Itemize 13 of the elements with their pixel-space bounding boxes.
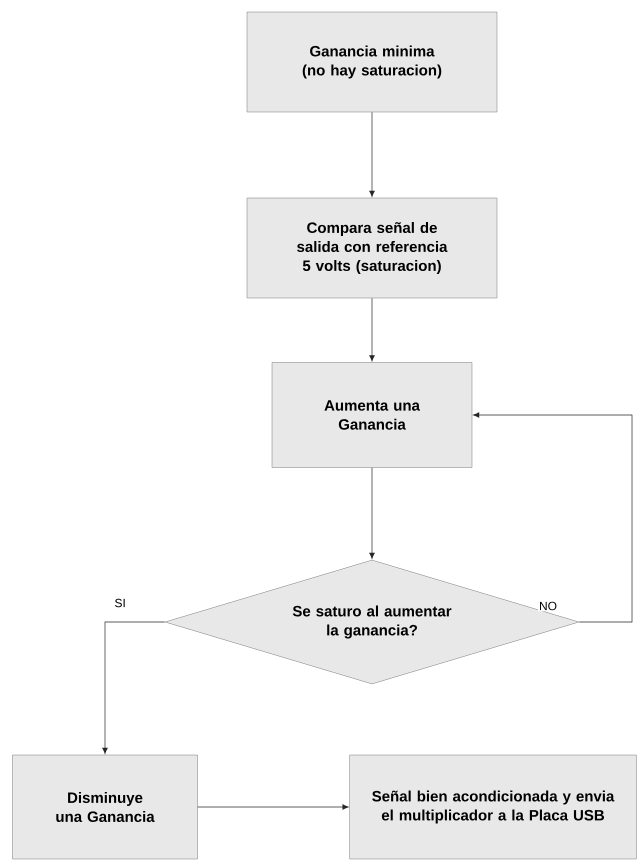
arrow (369, 467, 375, 559)
arrow (473, 412, 632, 622)
process-box: Compara señal de salida con referencia 5 volts (saturacion) (246, 198, 498, 298)
arrow (369, 298, 375, 362)
arrow (102, 622, 166, 754)
edge-label: NO (538, 600, 558, 612)
process-box: Señal bien acondicionada y envia el multiplicador a la Placa USB (349, 754, 637, 860)
process-box: Ganancia minima (no hay saturacion) (246, 12, 498, 112)
process-box: Disminuye una Ganancia (12, 754, 198, 860)
arrow (197, 804, 349, 810)
arrow (369, 112, 375, 197)
edge-label: SI (113, 598, 127, 608)
process-box: Aumenta una Ganancia (272, 362, 472, 468)
